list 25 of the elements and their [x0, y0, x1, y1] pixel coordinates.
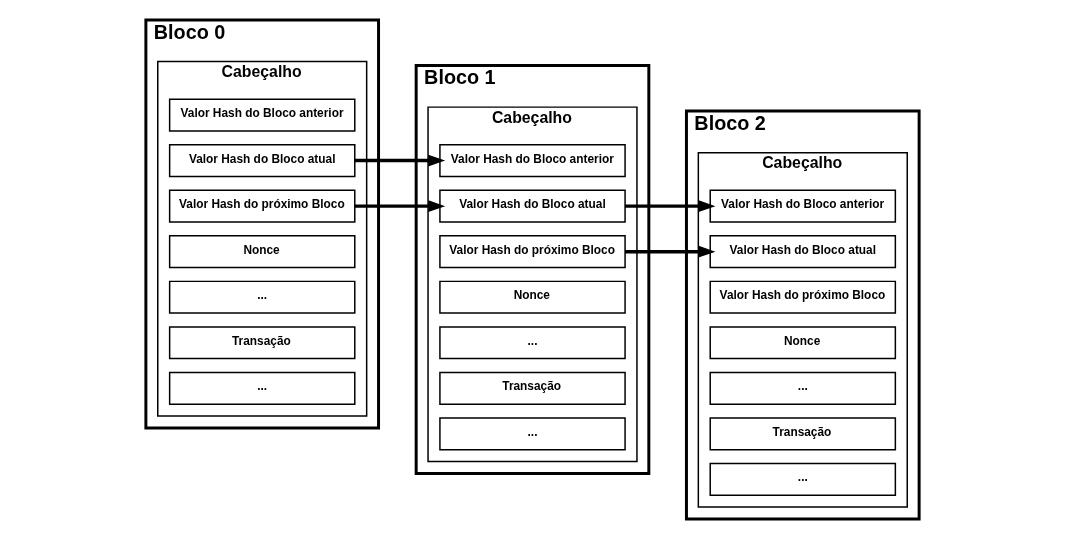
arrow: [625, 245, 716, 258]
node-box: Valor Hash do Bloco atual: [439, 189, 626, 223]
node-box: ...: [709, 462, 897, 496]
node-box: Valor Hash do Bloco atual: [709, 235, 897, 269]
arrow: [625, 200, 716, 213]
arrow: [354, 200, 446, 213]
node-box: ...: [709, 371, 897, 405]
node-box: Nonce: [168, 235, 356, 269]
node-box: Valor Hash do Bloco atual: [168, 144, 356, 178]
node-box: Nonce: [709, 326, 897, 360]
node-box: Valor Hash do Bloco anterior: [439, 144, 626, 178]
node-box: Valor Hash do próximo Bloco: [709, 280, 897, 314]
node-box: ...: [168, 371, 356, 405]
node-box: Valor Hash do próximo Bloco: [439, 235, 626, 269]
node-box: Valor Hash do Bloco anterior: [709, 189, 897, 223]
node-box: Transação: [709, 417, 897, 451]
node-box: ...: [168, 280, 356, 314]
arrow: [354, 154, 446, 167]
node-box: Nonce: [439, 280, 626, 314]
node-box: Valor Hash do próximo Bloco: [168, 189, 356, 223]
node-box: Transação: [439, 371, 626, 405]
node-box: ...: [439, 326, 626, 360]
node-box: Valor Hash do Bloco anterior: [168, 98, 356, 132]
node-box: ...: [439, 417, 626, 451]
node-box: Transação: [168, 326, 356, 360]
